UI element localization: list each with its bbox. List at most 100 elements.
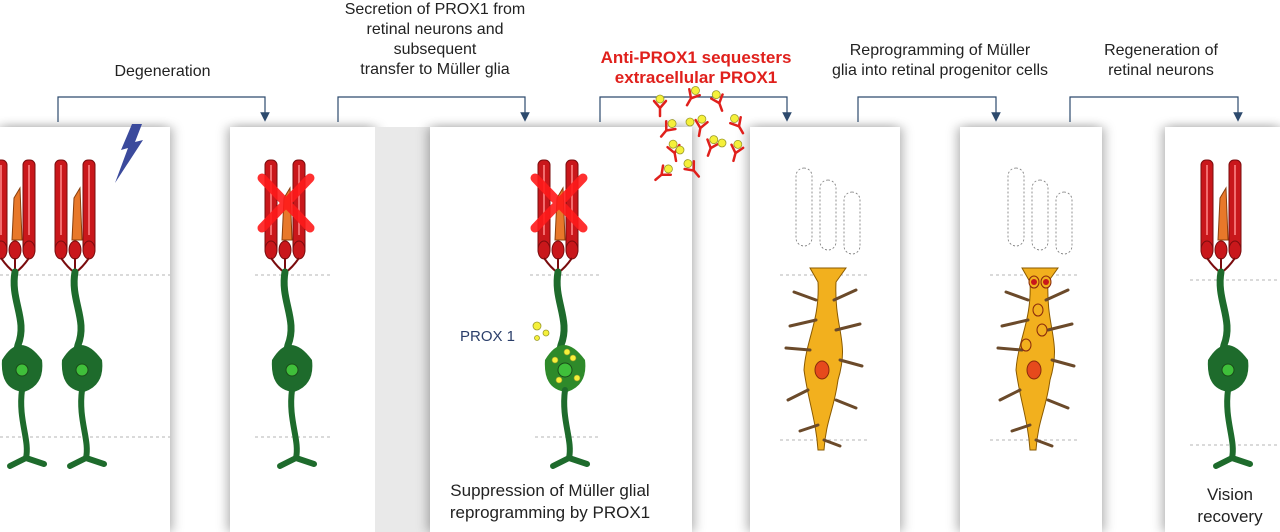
bracket-arrow-sequester — [599, 96, 792, 122]
rod-soma — [537, 240, 551, 260]
label-secretion: Secretion of PROX1 from retinal neurons … — [344, 1, 526, 78]
neuron-axon — [1213, 387, 1253, 469]
prox1-dot — [573, 374, 581, 382]
progenitor-cell — [1032, 303, 1044, 317]
rod-soma — [1228, 240, 1242, 260]
ghost-photoreceptor — [819, 179, 837, 251]
caption-suppression: Suppression of Müller glial reprogrammin… — [449, 481, 651, 522]
progenitor-cell — [1020, 338, 1032, 352]
antibody-icon — [729, 114, 745, 135]
bound-prox1-dot — [683, 159, 693, 168]
label-degeneration: Degeneration — [114, 63, 211, 80]
glia-nucleus — [1026, 360, 1042, 380]
neuron-nucleus — [15, 363, 29, 377]
bound-prox1-dot — [667, 119, 677, 128]
bound-prox1-dot — [711, 90, 721, 100]
bound-prox1-dot — [733, 139, 743, 149]
rod-soma — [565, 240, 579, 260]
antibody-y — [706, 138, 720, 157]
cone-soma — [8, 240, 22, 260]
antibody-y — [659, 119, 677, 138]
antibody-y — [654, 164, 673, 182]
free-prox1-dot — [717, 138, 727, 148]
retina-unit-healthy-2 — [54, 159, 107, 469]
bracket-arrow-degeneration — [57, 96, 270, 122]
cross-mark-icon — [530, 173, 588, 233]
bracket-arrow-regenerate — [1069, 96, 1243, 122]
retina-unit-regenerated — [1200, 159, 1253, 469]
neuron-nucleus — [557, 362, 573, 378]
glia-branches — [784, 288, 864, 448]
bound-prox1-dot — [668, 139, 678, 149]
bound-prox1-dot — [697, 114, 707, 124]
label-regeneration: Regeneration of retinal neurons — [1104, 42, 1218, 79]
antibody-icon — [685, 86, 701, 107]
retina-unit-prox1-transfer — [530, 159, 590, 469]
neuron-axon — [277, 387, 317, 469]
cone-soma — [1214, 240, 1228, 260]
glia-nucleus — [814, 360, 830, 380]
muller-glia-progenitor-cell — [996, 167, 1076, 451]
neuron-nucleus — [75, 363, 89, 377]
ghost-photoreceptor — [1031, 179, 1049, 251]
muller-glia-cell — [784, 167, 864, 451]
glia-body — [803, 267, 847, 451]
antibody-icon — [706, 135, 720, 157]
label-reprogramming: Reprogramming of Müller glia into retina… — [831, 42, 1049, 79]
progenitor-nucleus — [1043, 279, 1049, 285]
retina-unit-degenerated — [257, 159, 317, 469]
ghost-photoreceptor — [1055, 191, 1073, 255]
antibody-icon — [730, 139, 745, 163]
bracket-arrows — [57, 96, 1243, 122]
rod-soma — [54, 240, 68, 260]
prox1-dot — [569, 354, 577, 362]
neuron-nucleus — [285, 363, 299, 377]
bound-prox1-dot — [730, 114, 739, 123]
bracket-arrow-secretion — [337, 96, 530, 122]
rod-soma — [1200, 240, 1214, 260]
cone-soma — [68, 240, 82, 260]
prox1-dot — [551, 356, 559, 364]
cone-photoreceptor — [1217, 186, 1229, 241]
caption-vision-recovery: Vision recovery — [1197, 485, 1263, 526]
rod-soma — [292, 240, 306, 260]
neuron-nucleus — [1221, 363, 1235, 377]
bound-prox1-dot — [709, 135, 719, 145]
neuron-axon — [67, 387, 107, 469]
prox1-label: PROX 1 — [460, 328, 516, 345]
retina-unit-healthy-1 — [0, 159, 47, 469]
prox1-dot — [555, 376, 563, 384]
rod-soma — [22, 240, 36, 260]
antibody-y — [730, 143, 745, 163]
antibody-icon — [652, 94, 668, 118]
free-prox1-dot — [675, 145, 685, 155]
panel-gap — [375, 127, 430, 532]
neuron-axon — [7, 387, 47, 469]
progenitor-nucleus — [1031, 279, 1037, 285]
cone-photoreceptor — [11, 186, 23, 241]
progenitor-cell — [1036, 323, 1048, 337]
antibody-y — [694, 118, 709, 138]
rod-soma — [264, 240, 278, 260]
antibody-icon — [654, 164, 673, 182]
antibody-y — [652, 99, 668, 118]
cone-soma — [551, 240, 565, 260]
bound-prox1-dot — [664, 164, 673, 174]
ghost-photoreceptor — [795, 167, 813, 247]
prox1-dot — [563, 348, 571, 356]
antibody-y — [729, 115, 745, 135]
neuron-axon — [550, 387, 590, 469]
ghost-photoreceptor — [1007, 167, 1025, 247]
bracket-arrow-reprogram — [857, 96, 1001, 122]
antibody-y — [685, 87, 701, 107]
free-prox1-dot — [685, 117, 695, 127]
antibody-icon — [694, 114, 709, 138]
cross-mark-icon — [257, 173, 315, 233]
antibody-icon — [683, 159, 701, 178]
rod-soma — [82, 240, 96, 260]
bound-prox1-dot — [655, 94, 665, 104]
prox1-dots — [532, 321, 550, 341]
label-anti-prox1: Anti-PROX1 sequesters extracellular PROX… — [600, 48, 792, 87]
